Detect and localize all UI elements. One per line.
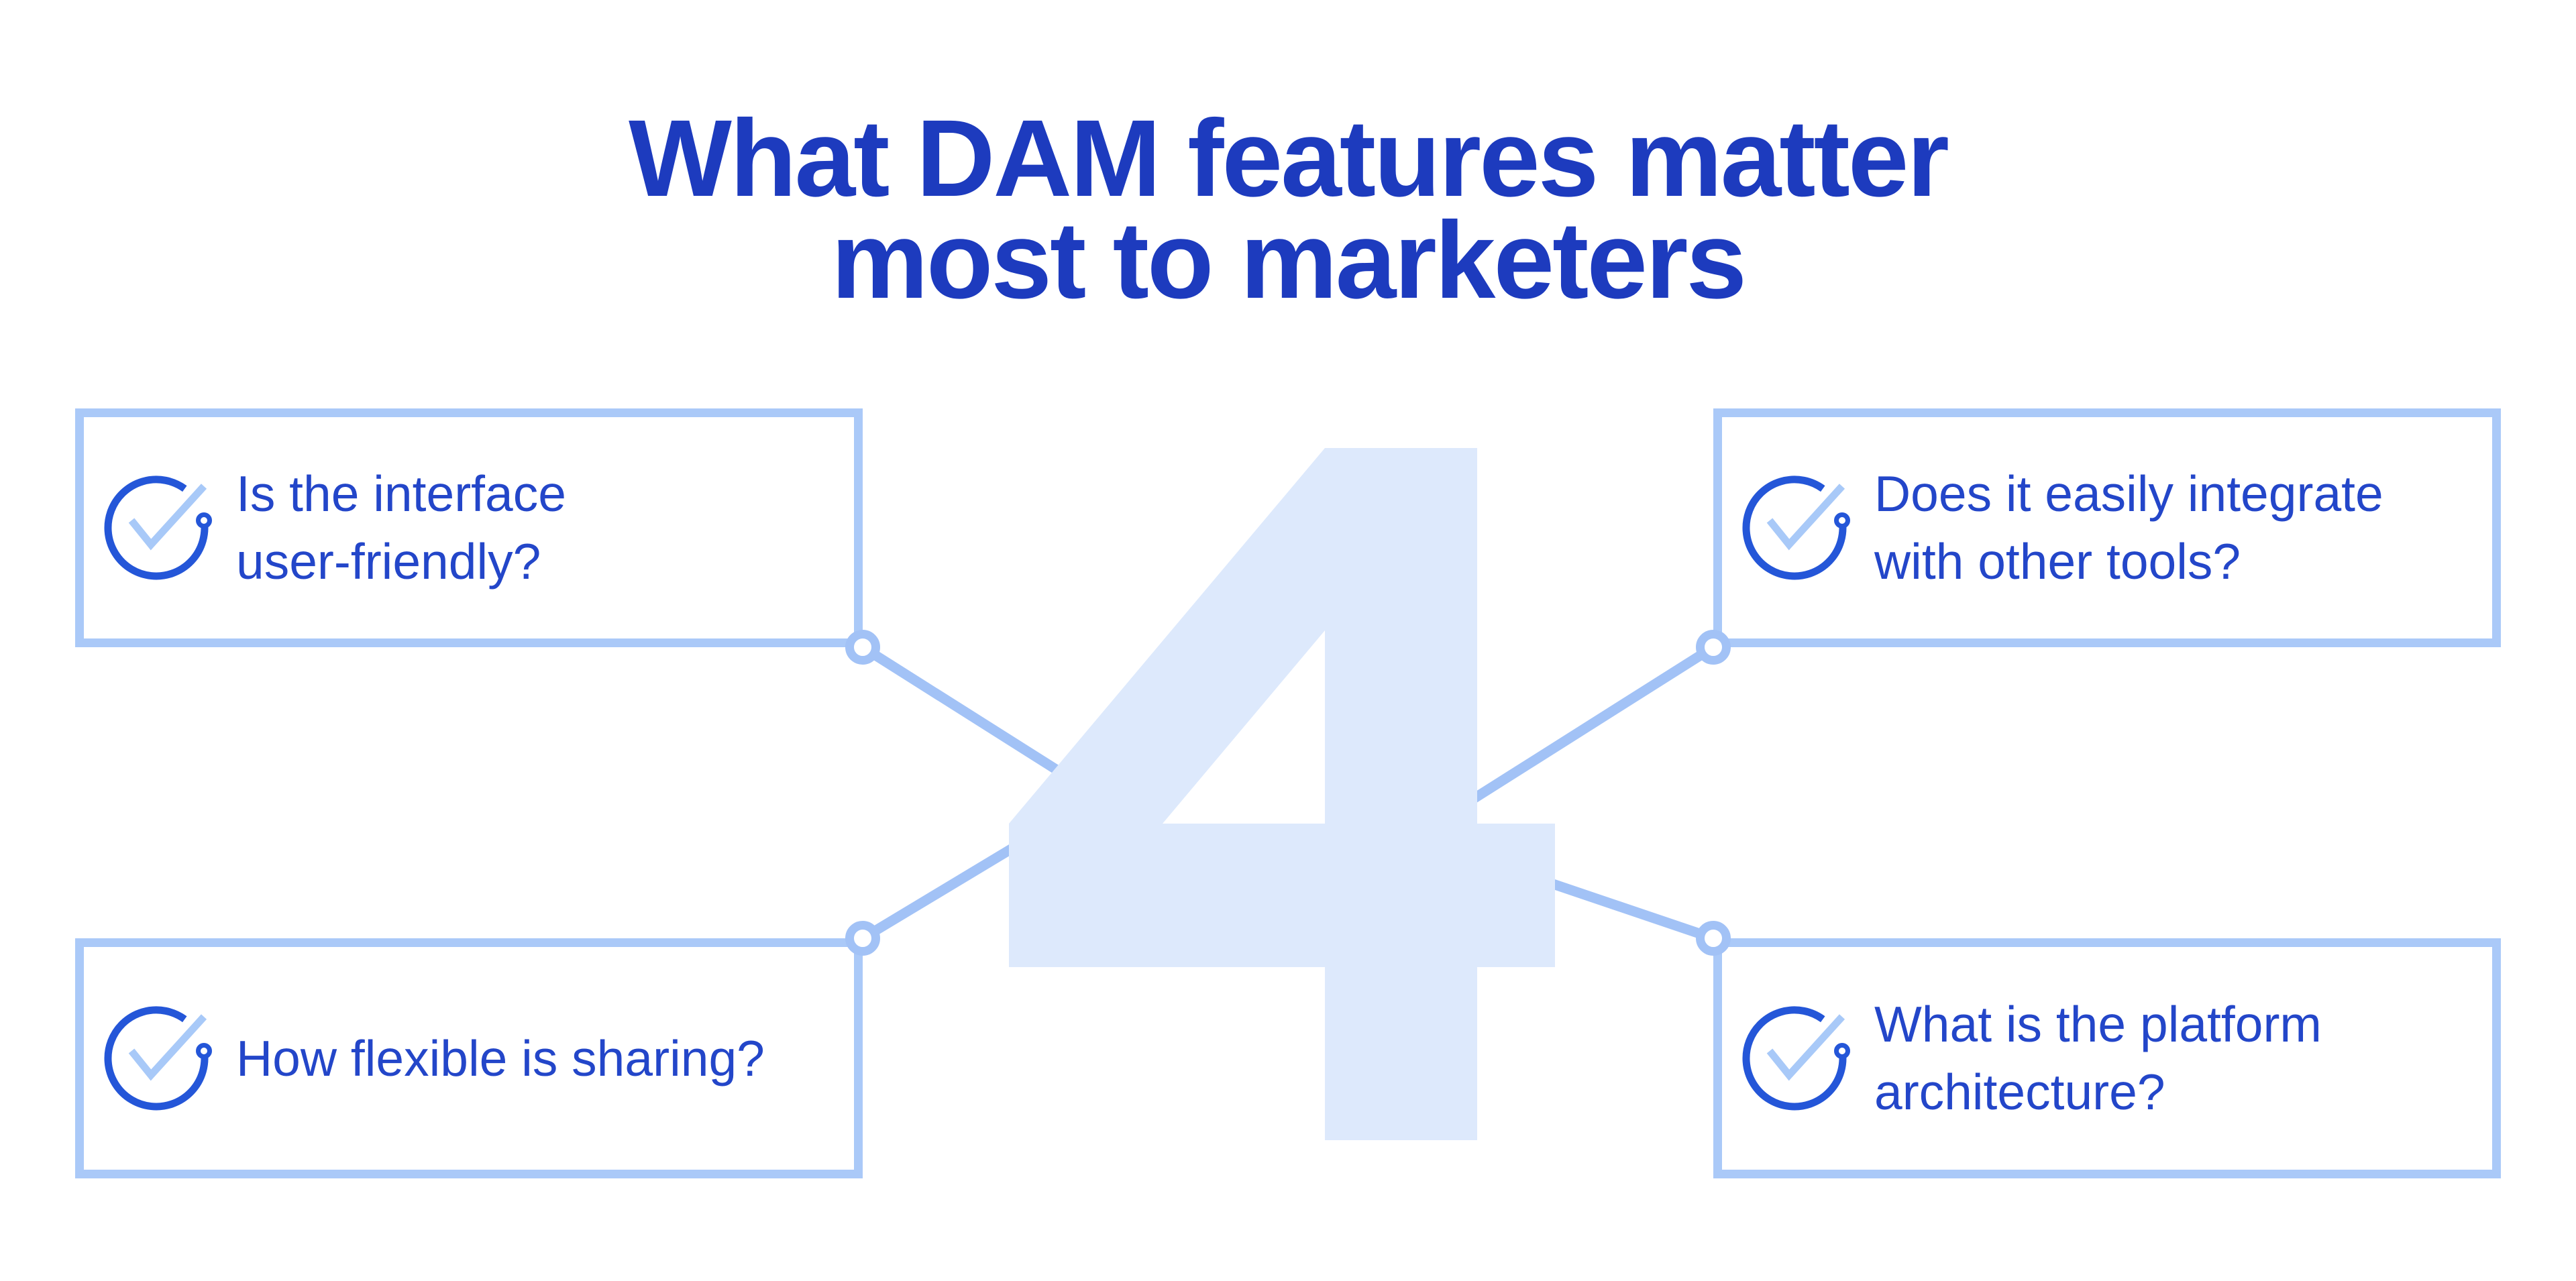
card-interface-user-friendly: Is the interface user-friendly?: [75, 408, 863, 647]
card-platform-architecture: What is the platform architecture?: [1713, 938, 2501, 1178]
card-question: How flexible is sharing?: [236, 1025, 765, 1093]
check-circle-icon: [1742, 476, 1850, 580]
card-flexible-sharing: How flexible is sharing?: [75, 938, 863, 1178]
card-question-line-2: with other tools?: [1874, 533, 2241, 590]
connector-line-top-left: [859, 643, 1211, 870]
connector-line-bottom-left: [860, 787, 1110, 943]
card-question-line-2: architecture?: [1874, 1064, 2165, 1120]
card-question-line-2: user-friendly?: [236, 533, 541, 590]
card-question-line-1: Is the interface: [236, 465, 566, 522]
big-number-value: 4: [0, 0, 1, 1]
connector-line-bottom-right: [1507, 864, 1715, 944]
card-integrates-other-tools: Does it easily integrate with other tool…: [1713, 408, 2501, 647]
page-title-line-1: What DAM features matter: [629, 97, 1949, 219]
connector-line-top-right: [1365, 643, 1717, 870]
card-question: What is the platform architecture?: [1874, 991, 2322, 1126]
card-question: Is the interface user-friendly?: [236, 460, 566, 596]
check-circle-icon: [1742, 1006, 1850, 1111]
page-title-line-2: most to marketers: [830, 199, 1747, 321]
page-title: What DAM features matter most to markete…: [0, 97, 2576, 321]
card-question-line-1: How flexible is sharing?: [236, 1029, 765, 1087]
check-circle-icon: [104, 1006, 212, 1111]
card-question-line-1: Does it easily integrate: [1874, 465, 2383, 522]
card-question-line-1: What is the platform: [1874, 996, 2322, 1052]
big-number-4-shape: [1009, 448, 1555, 1140]
check-circle-icon: [104, 476, 212, 580]
card-question: Does it easily integrate with other tool…: [1874, 460, 2383, 596]
